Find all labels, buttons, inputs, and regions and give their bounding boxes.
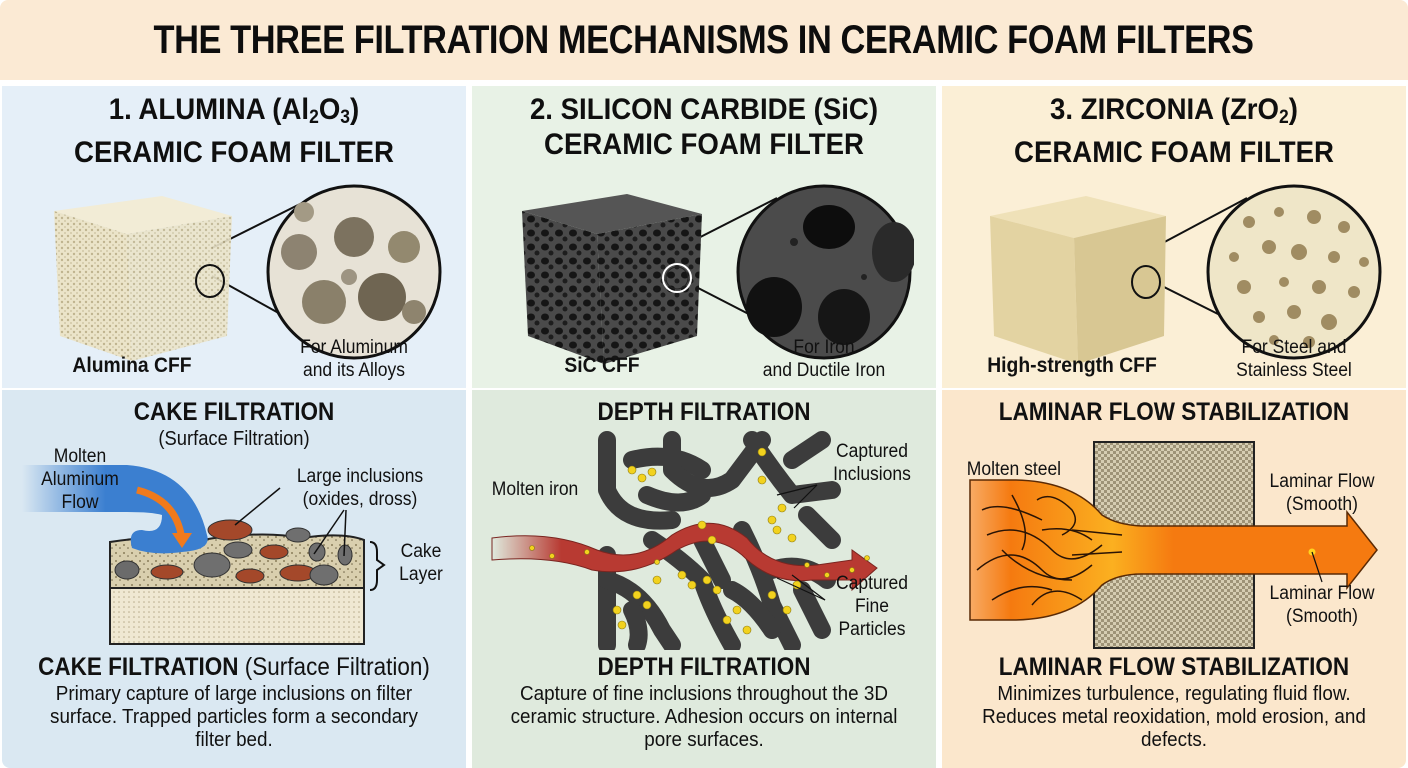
zirconia-title: 3. ZIRCONIA (ZrO2) CERAMIC FOAM FILTER	[1014, 93, 1334, 169]
sic-foam-cube-image	[522, 194, 702, 364]
column-alumina: 1. ALUMINA (Al2O3) CERAMIC FOAM FILTER	[2, 86, 466, 768]
zirconia-use-label: For Steel and Stainless Steel	[1236, 337, 1352, 381]
alumina-product-panel: 1. ALUMINA (Al2O3) CERAMIC FOAM FILTER	[2, 86, 466, 388]
laminar-flow-top-label: Laminar Flow (Smooth)	[1269, 471, 1375, 515]
cake-filtration-description: CAKE FILTRATION (Surface Filtration) Pri…	[2, 652, 466, 751]
depth-filtration-heading: DEPTH FILTRATION	[597, 398, 811, 426]
desc-title: LAMINAR FLOW STABILIZATION	[998, 653, 1350, 681]
sic-product-label: SiC CFF	[564, 354, 640, 377]
alumina-magnified-pores	[266, 184, 442, 360]
cake-layer-label: Cake Layer	[399, 541, 443, 585]
depth-filtration-description: DEPTH FILTRATION Capture of fine inclusi…	[472, 652, 936, 751]
desc-body: Minimizes turbulence, regulating fluid f…	[982, 682, 1366, 751]
desc-title: CAKE FILTRATION	[38, 653, 239, 681]
cake-filtration-heading: CAKE FILTRATION	[133, 398, 335, 426]
laminar-flow-description: LAMINAR FLOW STABILIZATION Minimizes tur…	[942, 652, 1406, 751]
alumina-foam-cube-image	[54, 196, 232, 361]
laminar-flow-diagram	[969, 441, 1378, 649]
depth-filtration-panel: DEPTH FILTRATION	[472, 390, 936, 768]
molten-aluminum-label: Molten Aluminum Flow	[41, 446, 119, 513]
zirconia-foam-cube-image	[990, 196, 1166, 364]
laminar-flow-panel: LAMINAR FLOW STABILIZATION	[942, 390, 1406, 768]
cake-filtration-subheading: (Surface Filtration)	[158, 428, 310, 450]
desc-title: DEPTH FILTRATION	[597, 653, 811, 681]
column-silicon-carbide: 2. SILICON CARBIDE (SiC) CERAMIC FOAM FI…	[472, 86, 936, 768]
desc-body: Capture of fine inclusions throughout th…	[510, 682, 898, 751]
laminar-flow-bottom-label: Laminar Flow (Smooth)	[1269, 583, 1375, 627]
sic-product-panel: 2. SILICON CARBIDE (SiC) CERAMIC FOAM FI…	[472, 86, 936, 388]
alumina-title: 1. ALUMINA (Al2O3) CERAMIC FOAM FILTER	[74, 93, 394, 169]
sic-title: 2. SILICON CARBIDE (SiC) CERAMIC FOAM FI…	[529, 93, 879, 161]
cake-filtration-panel: CAKE FILTRATION (Surface Filtration)	[2, 390, 466, 768]
laminar-flow-heading: LAMINAR FLOW STABILIZATION	[998, 398, 1350, 426]
captured-fine-particles-label: Captured Fine Particles	[836, 573, 908, 640]
page-header: THE THREE FILTRATION MECHANISMS IN CERAM…	[0, 0, 1408, 80]
molten-iron-label: Molten iron	[491, 479, 579, 500]
sic-use-label: For Iron and Ductile Iron	[762, 337, 886, 381]
zirconia-magnified-pores	[1206, 184, 1382, 360]
zirconia-product-label: High-strength CFF	[987, 354, 1157, 377]
molten-steel-label: Molten steel	[966, 459, 1062, 480]
sic-magnified-pores	[736, 184, 914, 360]
alumina-product-label: Alumina CFF	[72, 354, 192, 377]
large-inclusions-label: Large inclusions (oxides, dross)	[296, 466, 424, 510]
zirconia-product-panel: 3. ZIRCONIA (ZrO2) CERAMIC FOAM FILTER H…	[942, 86, 1406, 388]
captured-inclusions-label: Captured Inclusions	[833, 441, 911, 485]
desc-body: Primary capture of large inclusions on f…	[50, 682, 418, 751]
cake-filtration-diagram	[22, 465, 386, 645]
depth-filtration-diagram	[491, 431, 878, 650]
page-title: THE THREE FILTRATION MECHANISMS IN CERAM…	[153, 17, 1255, 62]
column-zirconia: 3. ZIRCONIA (ZrO2) CERAMIC FOAM FILTER H…	[942, 86, 1406, 768]
alumina-use-label: For Aluminum and its Alloys	[300, 337, 408, 381]
